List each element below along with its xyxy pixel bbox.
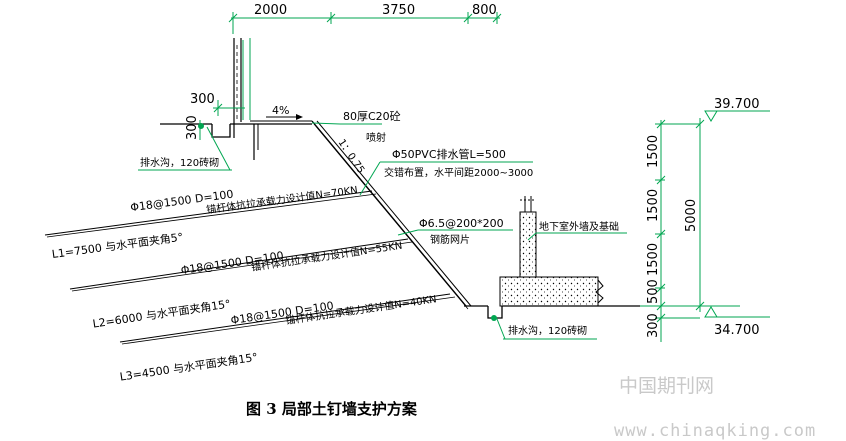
label-slope-ratio: 1：0.75 (336, 138, 367, 176)
label-drain-top: 排水沟，120砖砌 (140, 156, 219, 169)
dim-2000: 2000 (254, 3, 287, 18)
top-ground (160, 120, 312, 160)
callout-drain-top: 排水沟，120砖砌 (138, 126, 232, 171)
top-dimension-chain: 2000 3750 800 (228, 3, 502, 34)
left-dimension-300: 300 300 (185, 92, 245, 140)
dim-right-1500-c: 1500 (646, 243, 661, 276)
soil-nail-3 (119, 293, 456, 345)
label-pvc-pipe: Φ50PVC排水管L=500 (392, 147, 506, 161)
basement-foundation (499, 196, 604, 307)
dim-800: 800 (472, 3, 497, 18)
nail-3-length: L3=4500 与水平面夹角15° (119, 351, 259, 384)
dim-300-side: 300 (185, 115, 200, 140)
watermark-cn: 中国期刊网 (619, 375, 714, 397)
label-drain-bottom: 排水沟，120砖砌 (508, 324, 587, 337)
existing-wall (233, 38, 251, 138)
slope-4-percent: 4% (272, 104, 289, 117)
dim-right-5000: 5000 (684, 199, 699, 232)
soil-nail-3-labels: Φ18@1500 D=100 锚杆体抗拉承载力设计值N=40KN L3=4500… (119, 292, 437, 384)
soil-nail-2 (69, 238, 413, 292)
dim-right-300: 300 (646, 313, 661, 338)
bottom-ground (464, 305, 640, 321)
right-dimension-chain: 1500 1500 1500 500 300 5000 (640, 118, 740, 342)
label-mesh-spec: Φ6.5@200*200 (419, 217, 504, 230)
label-spray: 喷射 (366, 132, 386, 144)
label-mesh-name: 钢筋网片 (430, 233, 470, 246)
callout-shotcrete: 80厚C20砼 喷射 1：0.75 (311, 110, 401, 176)
soil-nail-1 (44, 190, 377, 238)
elev-34700: 34.700 (714, 323, 760, 338)
slope-face (311, 120, 472, 310)
elevation-top: 39.700 (704, 97, 770, 122)
callout-foundation: 地下室外墙及基础 (527, 220, 627, 241)
label-foundation: 地下室外墙及基础 (539, 220, 619, 233)
dim-right-1500-b: 1500 (646, 189, 661, 222)
dim-300-top: 300 (190, 92, 215, 107)
callout-pvc-pipe: Φ50PVC排水管L=500 交错布置，水平间距2000~3000 (359, 147, 533, 196)
label-shotcrete: 80厚C20砼 (343, 110, 401, 123)
elevation-bottom: 34.700 (704, 306, 770, 338)
watermark-url: www.chinaqking.com (614, 421, 816, 441)
dim-right-1500-a: 1500 (646, 135, 661, 168)
nail-2-length: L2=6000 与水平面夹角15° (92, 297, 232, 330)
dim-right-500: 500 (646, 279, 661, 304)
figure-caption: 图 3 局部土钉墙支护方案 (246, 400, 418, 418)
label-pipe-layout: 交错布置，水平间距2000~3000 (384, 166, 533, 179)
nail-1-length: L1=7500 与水平面夹角5° (51, 231, 184, 261)
dim-3750: 3750 (382, 3, 415, 18)
slope-indicator: 4% (266, 104, 303, 120)
elev-39700: 39.700 (714, 97, 760, 112)
callout-drain-bottom: 排水沟，120砖砌 (496, 318, 597, 340)
callout-mesh: Φ6.5@200*200 钢筋网片 (397, 217, 513, 246)
